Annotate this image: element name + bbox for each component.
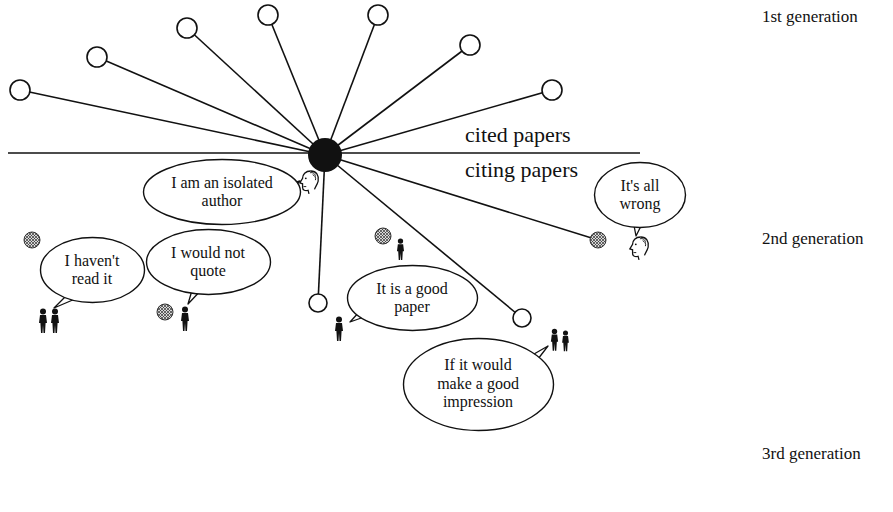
citation-line — [318, 155, 325, 303]
bubble-text: It's all wrong — [610, 177, 670, 214]
speech-bubble: I am an isolated author — [142, 158, 302, 226]
citation-line — [325, 45, 470, 155]
bubble-ellipse — [347, 266, 477, 331]
person-figure — [39, 309, 47, 334]
bubble-text-box: I haven't read it — [57, 252, 127, 289]
cited-paper — [10, 80, 30, 100]
person-figure — [181, 307, 189, 332]
bubble-text: I would not quote — [166, 244, 251, 281]
bubble-ellipse — [40, 238, 144, 303]
speech-bubble: It's all wrong — [593, 161, 687, 229]
speech-bubble: I haven't read it — [39, 236, 146, 304]
cited-paper — [177, 18, 197, 38]
hatched-dot — [590, 232, 606, 248]
bubble-ellipse — [595, 163, 686, 228]
speech-bubble: It is a good paper — [346, 264, 479, 332]
person-figure — [335, 317, 343, 342]
person-figure — [562, 330, 569, 351]
hatched-dot — [375, 228, 391, 244]
generation-label: 2nd generation — [762, 230, 864, 249]
non-citing-papers — [24, 228, 606, 320]
bubble-ellipse — [403, 338, 553, 430]
citation-line — [187, 28, 325, 155]
cited-paper — [87, 47, 107, 67]
bubble-ellipse — [144, 160, 301, 225]
bubble-text-box: I would not quote — [166, 244, 251, 281]
walking-figure — [397, 238, 404, 260]
speech-bubble: I would not quote — [145, 228, 272, 296]
speech-bubble: If it would make a good impression — [402, 337, 555, 432]
hatched-dot — [157, 304, 173, 320]
citing-paper — [309, 294, 327, 312]
bubble-text-box: I am an isolated author — [167, 174, 277, 211]
citation-line — [325, 155, 598, 240]
critic-face — [630, 237, 649, 260]
citing-paper — [513, 309, 531, 327]
bubble-text: It is a good paper — [367, 280, 457, 317]
person-figure — [551, 329, 558, 351]
bubble-text: If it would make a good impression — [426, 356, 531, 411]
section-label: cited papers — [465, 123, 571, 147]
person-figure — [51, 309, 59, 334]
cited-paper — [258, 5, 278, 25]
bubble-text: I am an isolated author — [167, 174, 277, 211]
hatched-dot — [24, 232, 40, 248]
cited-paper — [460, 35, 480, 55]
central-paper — [308, 138, 342, 172]
bubble-text: I haven't read it — [57, 252, 127, 289]
bubble-text-box: It's all wrong — [610, 177, 670, 214]
section-label: citing papers — [465, 158, 578, 182]
author-face — [300, 171, 319, 194]
generation-label: 3rd generation — [762, 445, 861, 464]
cited-paper — [542, 80, 562, 100]
citation-line — [268, 15, 325, 155]
citation-lines — [20, 15, 598, 318]
generation-label: 1st generation — [762, 8, 858, 27]
bubble-ellipse — [146, 230, 270, 295]
citation-line — [20, 90, 325, 155]
bubble-text-box: It is a good paper — [367, 280, 457, 317]
bubble-text-box: If it would make a good impression — [426, 356, 531, 411]
cited-paper — [368, 5, 388, 25]
